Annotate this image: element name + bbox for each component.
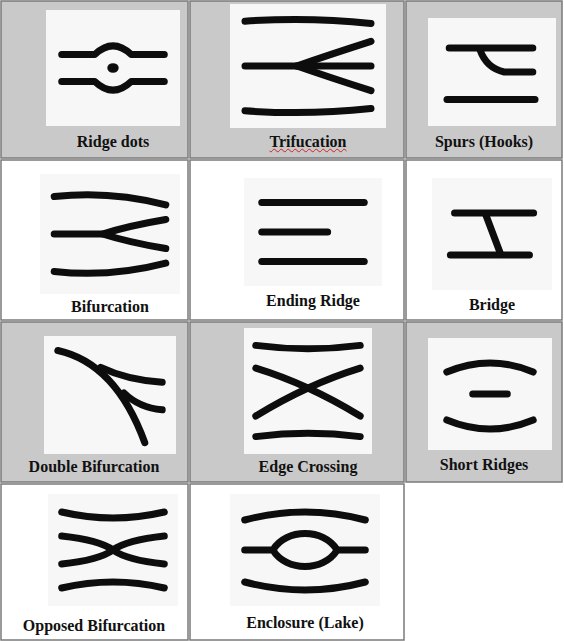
cell-label: Ending Ridge [266, 292, 360, 310]
cell-label: Spurs (Hooks) [435, 133, 533, 151]
cell-label: Bridge [469, 296, 515, 314]
cell-label: Opposed Bifurcation [23, 617, 165, 635]
cell-label: Trifucation [269, 133, 346, 151]
cell-label: Ridge dots [77, 133, 149, 151]
cell-label: Bifurcation [71, 298, 149, 316]
cell-label: Edge Crossing [259, 458, 358, 476]
cell-label: Double Bifurcation [29, 458, 160, 476]
cell-label: Short Ridges [440, 456, 528, 474]
cell-label: Enclosure (Lake) [246, 614, 363, 632]
